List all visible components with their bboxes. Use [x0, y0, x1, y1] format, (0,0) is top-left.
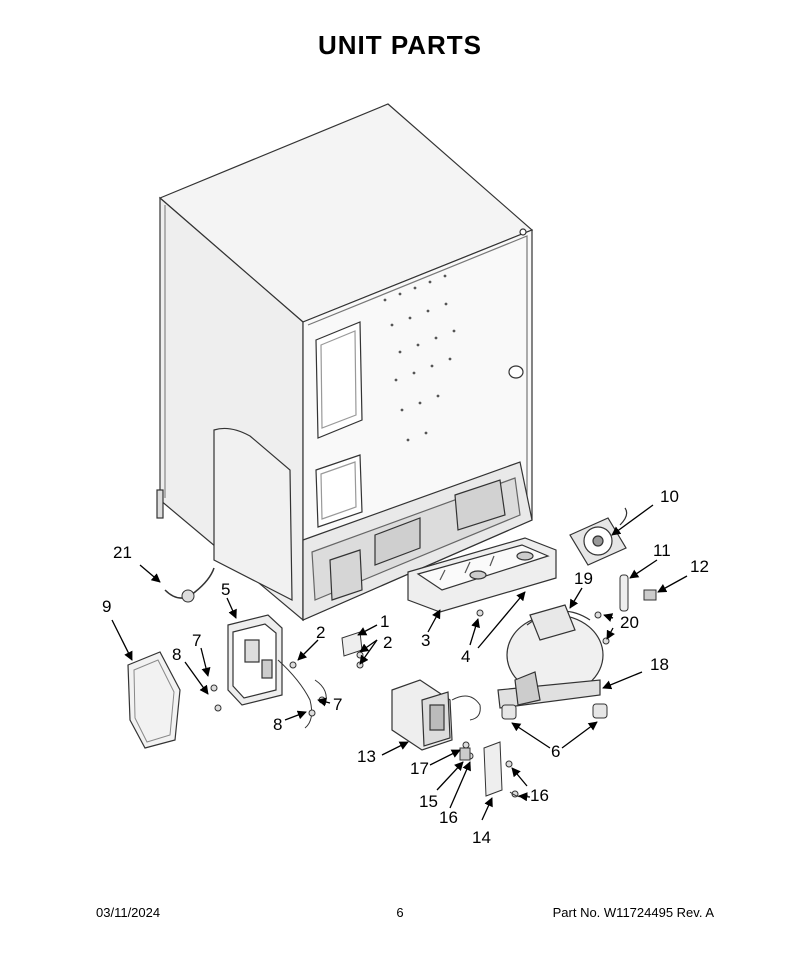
callout-7b: 7 [333, 695, 342, 714]
part-6-grommets [501, 703, 608, 720]
footer-page-number: 6 [396, 905, 404, 920]
callout-15: 15 [419, 792, 438, 811]
part-10-condenser-fan [569, 507, 628, 566]
callout-16b: 16 [530, 786, 549, 805]
callout-9: 9 [102, 597, 111, 616]
callout-8b: 8 [273, 715, 282, 734]
part-3-drain-pan [407, 537, 557, 613]
callout-16a: 16 [439, 808, 458, 827]
part-18-compressor [497, 604, 604, 709]
callout-8a: 8 [172, 645, 181, 664]
part-13-control-board [391, 679, 453, 751]
part-15-relay [459, 747, 471, 761]
callout-1: 1 [380, 612, 389, 631]
callout-5: 5 [221, 580, 230, 599]
callout-20: 20 [620, 613, 639, 632]
callout-3: 3 [421, 631, 430, 650]
part-14-bracket [483, 741, 503, 797]
callout-13: 13 [357, 747, 376, 766]
callout-12: 12 [690, 557, 709, 576]
part-21-tube [164, 567, 215, 599]
callout-10: 10 [660, 487, 679, 506]
part-11-drier [619, 574, 629, 612]
part-9-cover [127, 651, 181, 749]
callout-21: 21 [113, 543, 132, 562]
refrigerator-cabinet [156, 103, 534, 622]
callout-2b: 2 [383, 633, 392, 652]
footer-date: 03/11/2024 [96, 905, 161, 920]
callout-2a: 2 [316, 623, 325, 642]
callout-4: 4 [461, 647, 470, 666]
callout-7a: 7 [192, 631, 201, 650]
callout-17: 17 [410, 759, 429, 778]
leader-lines [111, 504, 688, 821]
callout-6: 6 [551, 742, 560, 761]
callout-18: 18 [650, 655, 669, 674]
part-12-clip [643, 589, 657, 601]
page-title: UNIT PARTS [317, 30, 483, 60]
callout-14: 14 [472, 828, 491, 847]
footer-part-number: Part No. W11724495 Rev. A [552, 905, 714, 920]
callout-11: 11 [653, 541, 671, 560]
part-5-control-box [227, 614, 283, 706]
callout-19: 19 [574, 569, 593, 588]
vent-dots [383, 274, 456, 442]
